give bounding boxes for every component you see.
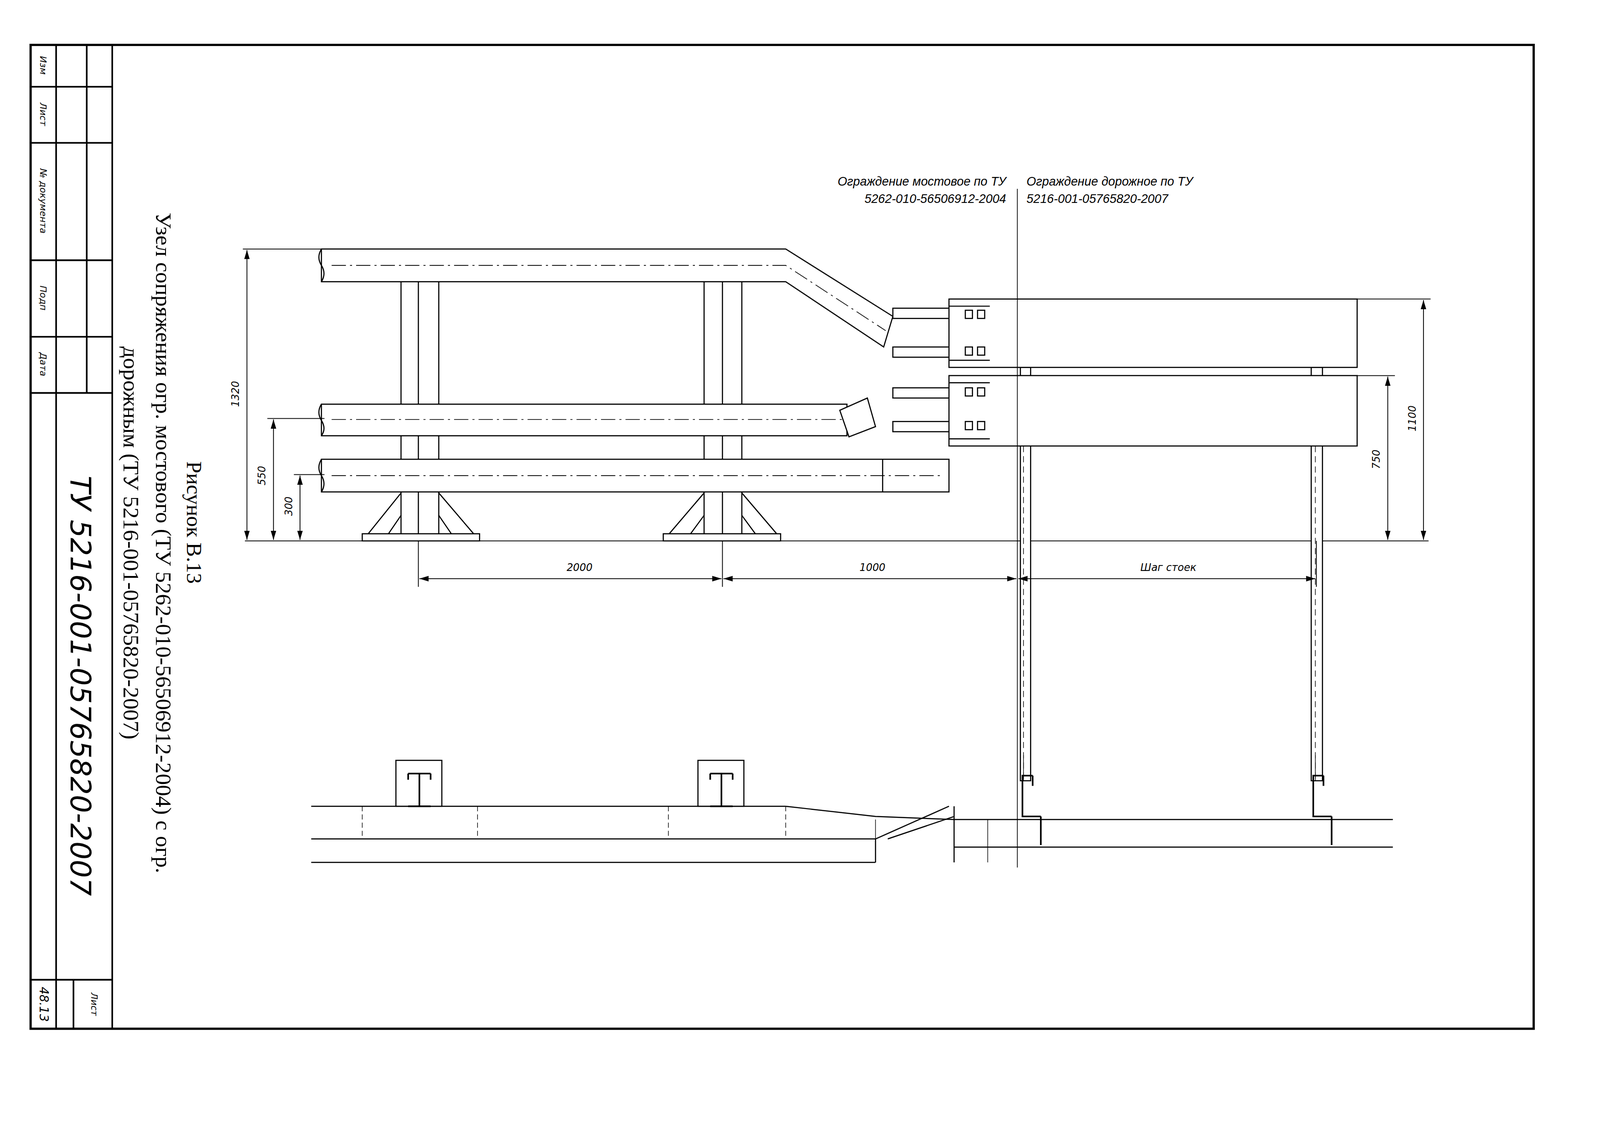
note-label: Ограждение мостовое по ТУ 5262-010-56506… [834, 173, 1007, 209]
title-block-text: № документа [37, 168, 48, 234]
title-block-text: Лист [37, 102, 48, 126]
figure-title: Рисунок В.13 [181, 461, 207, 584]
title-block-text: Дата [37, 352, 48, 377]
dimension-text: 1000 [858, 561, 887, 574]
dimension-text: 2000 [565, 561, 594, 574]
title-block [30, 44, 113, 1029]
dimension-text: 550 [256, 464, 269, 487]
sheet-frame [30, 44, 1534, 1029]
dimension-text: 1320 [229, 379, 242, 408]
sheet-number: 48.13 [36, 986, 51, 1022]
dimension-text: 300 [282, 495, 295, 517]
figure-caption: Узел сопряжения огр. мостового (ТУ 5262-… [114, 175, 180, 911]
plan-view [311, 755, 1393, 863]
connection-plate [892, 308, 949, 432]
note-label: Ограждение дорожное по ТУ 5216-001-05765… [1026, 173, 1202, 209]
joint-axis [1016, 188, 1018, 868]
dimension-text: Шаг стоек [1139, 561, 1198, 574]
bridge-rail [318, 248, 949, 492]
title-block-text: Подп [37, 285, 48, 311]
dimension-text: 1100 [1406, 404, 1419, 433]
title-block-text: Изм [37, 56, 48, 75]
dimension-lines [243, 248, 1431, 587]
dimension-text: 750 [1370, 448, 1383, 470]
road-beam [948, 299, 1357, 446]
document-code: ТУ 5216-001-05765820-2007 [63, 475, 97, 896]
title-block-text: Лист [88, 992, 99, 1016]
